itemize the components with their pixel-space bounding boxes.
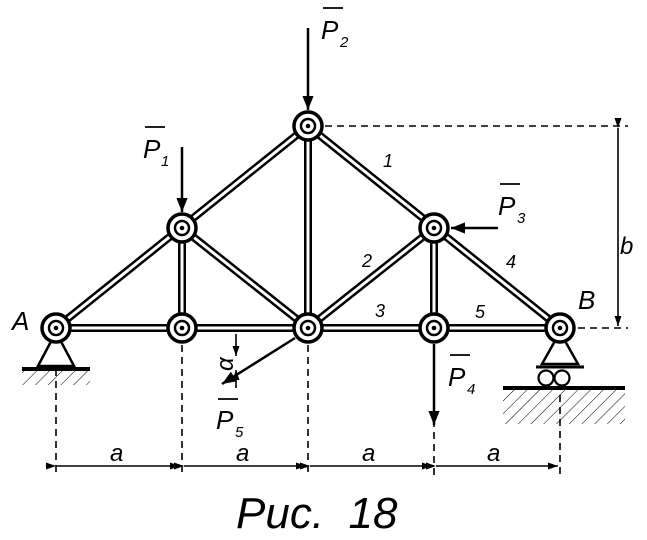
bar-centers <box>55 124 561 330</box>
force-p2-name: P <box>321 15 339 45</box>
member-number-4: 4 <box>506 252 516 272</box>
member-number-5: 5 <box>475 302 486 322</box>
angle-alpha: α <box>212 334 240 388</box>
force-p5: P 5 <box>216 336 296 441</box>
truss-joints <box>40 110 576 344</box>
dim-label-a: a <box>362 440 375 467</box>
joint-apex <box>292 110 324 142</box>
dim-label-a: a <box>110 440 123 467</box>
force-p1-index: 1 <box>161 153 169 170</box>
support-a <box>22 329 90 385</box>
dim-label-b: b <box>620 233 633 260</box>
joint-bottom-3 <box>418 312 450 344</box>
force-p5-index: 5 <box>235 424 244 441</box>
joint-a <box>40 312 72 344</box>
force-p2: P 2 <box>302 7 349 110</box>
forces: P 1 P 2 P 3 P 4 P 5 <box>143 7 526 441</box>
force-p3-index: 3 <box>517 210 526 227</box>
support-label-a: A <box>10 306 29 336</box>
dimension-b: b <box>614 118 633 326</box>
support-label-b: B <box>578 285 595 315</box>
dimension-a: a a a a <box>46 440 558 470</box>
member-number-1: 1 <box>383 151 393 171</box>
member-number-3: 3 <box>375 301 385 321</box>
force-p1: P 1 <box>143 126 188 212</box>
force-p4-index: 4 <box>467 381 475 398</box>
force-p3: P 3 <box>451 183 526 234</box>
dim-label-a: a <box>487 440 500 467</box>
force-p4-name: P <box>448 362 466 392</box>
joint-b <box>544 312 576 344</box>
force-p1-name: P <box>143 134 161 164</box>
member-number-2: 2 <box>361 251 372 271</box>
support-b <box>503 329 625 424</box>
joint-bottom-2 <box>292 312 324 344</box>
joint-left-mid <box>166 212 198 244</box>
joint-bottom-1 <box>166 312 198 344</box>
force-p4: P 4 <box>428 344 475 425</box>
angle-label: α <box>212 356 239 371</box>
member-numbers: 1 2 3 4 5 <box>361 151 516 322</box>
dim-label-a: a <box>236 440 249 467</box>
joint-right-mid <box>418 212 450 244</box>
force-p2-index: 2 <box>339 34 349 51</box>
force-p3-name: P <box>498 191 516 221</box>
figure-caption: Рис. 18 <box>236 489 398 538</box>
force-p5-name: P <box>216 405 234 435</box>
